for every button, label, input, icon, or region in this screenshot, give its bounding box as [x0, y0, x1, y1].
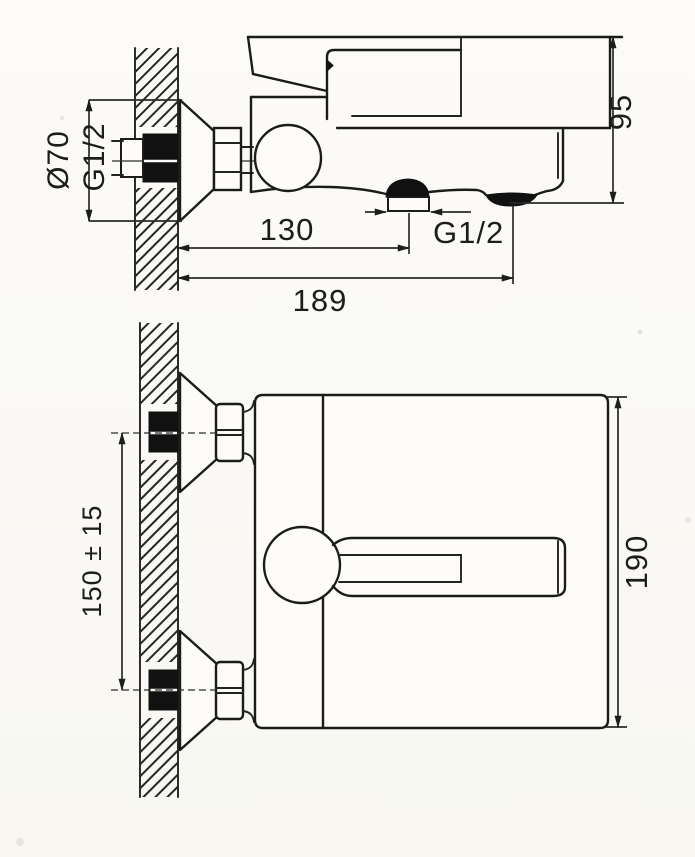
dim-shower-outlet-thread: G1/2 [433, 215, 504, 250]
dim-inlet-centres-distance: 150 ± 15 [77, 505, 107, 618]
spout-aerator [485, 192, 538, 207]
wall-hatch [140, 718, 178, 797]
wall-section-front [139, 322, 179, 798]
handle-lever-front [262, 525, 567, 605]
mounting-nut-lower [214, 660, 245, 721]
faucet-body-side [249, 35, 612, 212]
handle-hub-circle [262, 525, 342, 605]
wall-hatch [140, 460, 178, 662]
shower-outlet-dome [385, 178, 430, 198]
cartridge-cap-circle [253, 123, 323, 193]
inlet-socket [142, 133, 179, 183]
mounting-nut-side [212, 126, 243, 192]
dim-wall-to-spout-tip: 189 [293, 283, 348, 318]
faucet-body-front [253, 393, 610, 730]
mounting-nut-upper [214, 402, 245, 463]
shower-outlet-thread [387, 196, 430, 212]
wall-hatch [135, 48, 178, 127]
wall-hatch [140, 323, 178, 404]
dim-inlet-thread: G1/2 [78, 122, 111, 191]
dimensions-front-view: 150 ± 15 190 [77, 395, 654, 729]
dim-overall-height: 95 [603, 94, 638, 130]
inlet-pipe-nipple [120, 138, 144, 178]
inlet-connection-side [111, 133, 256, 183]
handle-lever-side [246, 35, 624, 121]
wall-hatch [135, 188, 178, 290]
escutcheon-cone [178, 98, 216, 223]
dim-wall-to-shower-outlet: 130 [260, 212, 315, 247]
side-view: Ø70 G1/2 95 130 189 G1/2 [42, 35, 638, 318]
dim-escutcheon-diameter: Ø70 [42, 130, 75, 190]
dimensions-side-view: Ø70 G1/2 95 130 189 G1/2 [42, 35, 638, 318]
front-view: 150 ± 15 190 [77, 322, 654, 798]
wall-section-side [134, 47, 179, 291]
lever-pivot-notch [326, 58, 334, 73]
dim-overall-length: 190 [619, 535, 654, 590]
